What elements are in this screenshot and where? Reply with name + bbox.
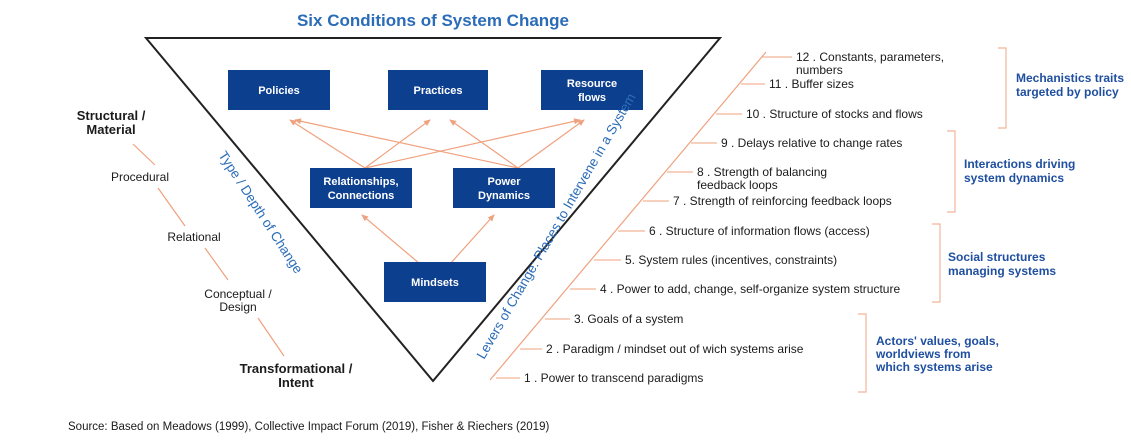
group-interactions-line1: Interactions driving xyxy=(964,157,1075,171)
lever-7-line1: 7 . Strength of reinforcing feedback loo… xyxy=(673,194,892,208)
inverted-triangle xyxy=(143,37,723,383)
diagram-title: Six Conditions of System Change xyxy=(297,11,569,30)
lever-1-line1: 1 . Power to transcend paradigms xyxy=(524,371,703,385)
group-mechanistics-line2: targeted by policy xyxy=(1016,85,1119,99)
arrow-relationships-resource xyxy=(364,118,581,169)
lever-12-line2: numbers xyxy=(796,63,843,77)
bracket-social xyxy=(932,223,941,303)
group-social-line2: managing systems xyxy=(948,264,1056,278)
group-actors-line3: which systems arise xyxy=(875,360,993,374)
lever-12-line1: 12 . Constants, parameters, xyxy=(796,50,944,64)
group-actors-line2: worldviews from xyxy=(875,347,971,361)
box-practices: Practices xyxy=(388,70,488,110)
lever-10-line1: 10 . Structure of stocks and flows xyxy=(746,107,923,121)
box-relationships-line2: Connections xyxy=(328,190,395,202)
arrow-power-resource xyxy=(517,119,585,169)
box-resource-flows: Resource flows xyxy=(541,70,643,110)
lever-2: 2 . Paradigm / mindset out of wich syste… xyxy=(520,342,804,356)
lever-2-line1: 2 . Paradigm / mindset out of wich syste… xyxy=(546,342,804,356)
box-relationships: Relationships, Connections xyxy=(310,168,412,208)
lever-6: 6 . Structure of information flows (acce… xyxy=(618,224,870,238)
box-resource-flows-line2: flows xyxy=(578,92,606,104)
left-axis-conceptual-line1: Conceptual / xyxy=(204,287,272,301)
arrow-power-practices xyxy=(449,119,519,169)
left-axis: Structural / Material Procedural Relatio… xyxy=(77,108,353,390)
condition-arrows xyxy=(289,118,585,265)
box-resource-flows-line1: Resource xyxy=(567,78,617,90)
box-policies: Policies xyxy=(228,70,330,110)
left-axis-relational: Relational xyxy=(167,230,220,244)
box-practices-label: Practices xyxy=(414,85,463,97)
lever-9: 9 . Delays relative to change rates xyxy=(691,136,902,150)
lever-3: 3. Goals of a system xyxy=(545,312,683,326)
box-relationships-line1: Relationships, xyxy=(323,176,398,188)
lever-9-line1: 9 . Delays relative to change rates xyxy=(721,136,902,150)
lever-5-line1: 5. System rules (incentives, constraints… xyxy=(625,253,837,267)
group-labels: Mechanistics traits targeted by policy I… xyxy=(875,71,1124,374)
group-mechanistics-line1: Mechanistics traits xyxy=(1016,71,1124,85)
lever-4: 4 . Power to add, change, self-organize … xyxy=(570,282,900,296)
left-axis-bottom-line1: Transformational / xyxy=(240,361,353,376)
lever-8-line1: 8 . Strength of balancing xyxy=(697,165,827,179)
levers-list: 12 . Constants, parameters, numbers 11 .… xyxy=(496,50,944,385)
left-axis-top-line2: Material xyxy=(86,122,135,137)
lever-8: 8 . Strength of balancing feedback loops xyxy=(667,165,827,192)
box-policies-label: Policies xyxy=(258,85,300,97)
left-axis-bottom-line2: Intent xyxy=(278,375,314,390)
lever-1: 1 . Power to transcend paradigms xyxy=(496,371,703,385)
left-axis-top-line1: Structural / xyxy=(77,108,146,123)
arrow-mindsets-relationships xyxy=(361,214,421,265)
lever-7: 7 . Strength of reinforcing feedback loo… xyxy=(643,194,892,208)
box-power-line1: Power xyxy=(487,176,521,188)
left-axis-procedural: Procedural xyxy=(111,170,169,184)
group-social-line1: Social structures xyxy=(948,250,1046,264)
lever-3-line1: 3. Goals of a system xyxy=(574,312,683,326)
levers-diagonal xyxy=(489,51,767,381)
group-interactions-line2: system dynamics xyxy=(964,171,1064,185)
arrow-relationships-policies xyxy=(289,119,366,169)
source-note: Source: Based on Meadows (1999), Collect… xyxy=(68,421,549,433)
lever-8-line2: feedback loops xyxy=(697,178,778,192)
lever-6-line1: 6 . Structure of information flows (acce… xyxy=(649,224,870,238)
lever-5: 5. System rules (incentives, constraints… xyxy=(594,253,837,267)
arrow-mindsets-power xyxy=(449,214,495,265)
lever-11: 11 . Buffer sizes xyxy=(741,77,854,91)
left-axis-conceptual-line2: Design xyxy=(219,300,256,314)
box-mindsets-label: Mindsets xyxy=(411,277,459,289)
lever-12: 12 . Constants, parameters, numbers xyxy=(762,50,944,77)
bracket-actors xyxy=(858,313,867,393)
lever-4-line1: 4 . Power to add, change, self-organize … xyxy=(600,282,900,296)
group-brackets xyxy=(858,47,1007,393)
arrow-relationships-practices xyxy=(364,119,431,169)
lever-11-line1: 11 . Buffer sizes xyxy=(769,77,854,91)
bracket-interactions xyxy=(947,130,956,213)
lever-10: 10 . Structure of stocks and flows xyxy=(716,107,923,121)
box-power-line2: Dynamics xyxy=(478,190,530,202)
box-mindsets: Mindsets xyxy=(384,262,486,302)
group-actors-line1: Actors' values, goals, xyxy=(876,334,999,348)
bracket-mechanistics xyxy=(998,47,1007,129)
box-power-dynamics: Power Dynamics xyxy=(453,168,555,208)
arrow-power-policies xyxy=(294,118,519,169)
